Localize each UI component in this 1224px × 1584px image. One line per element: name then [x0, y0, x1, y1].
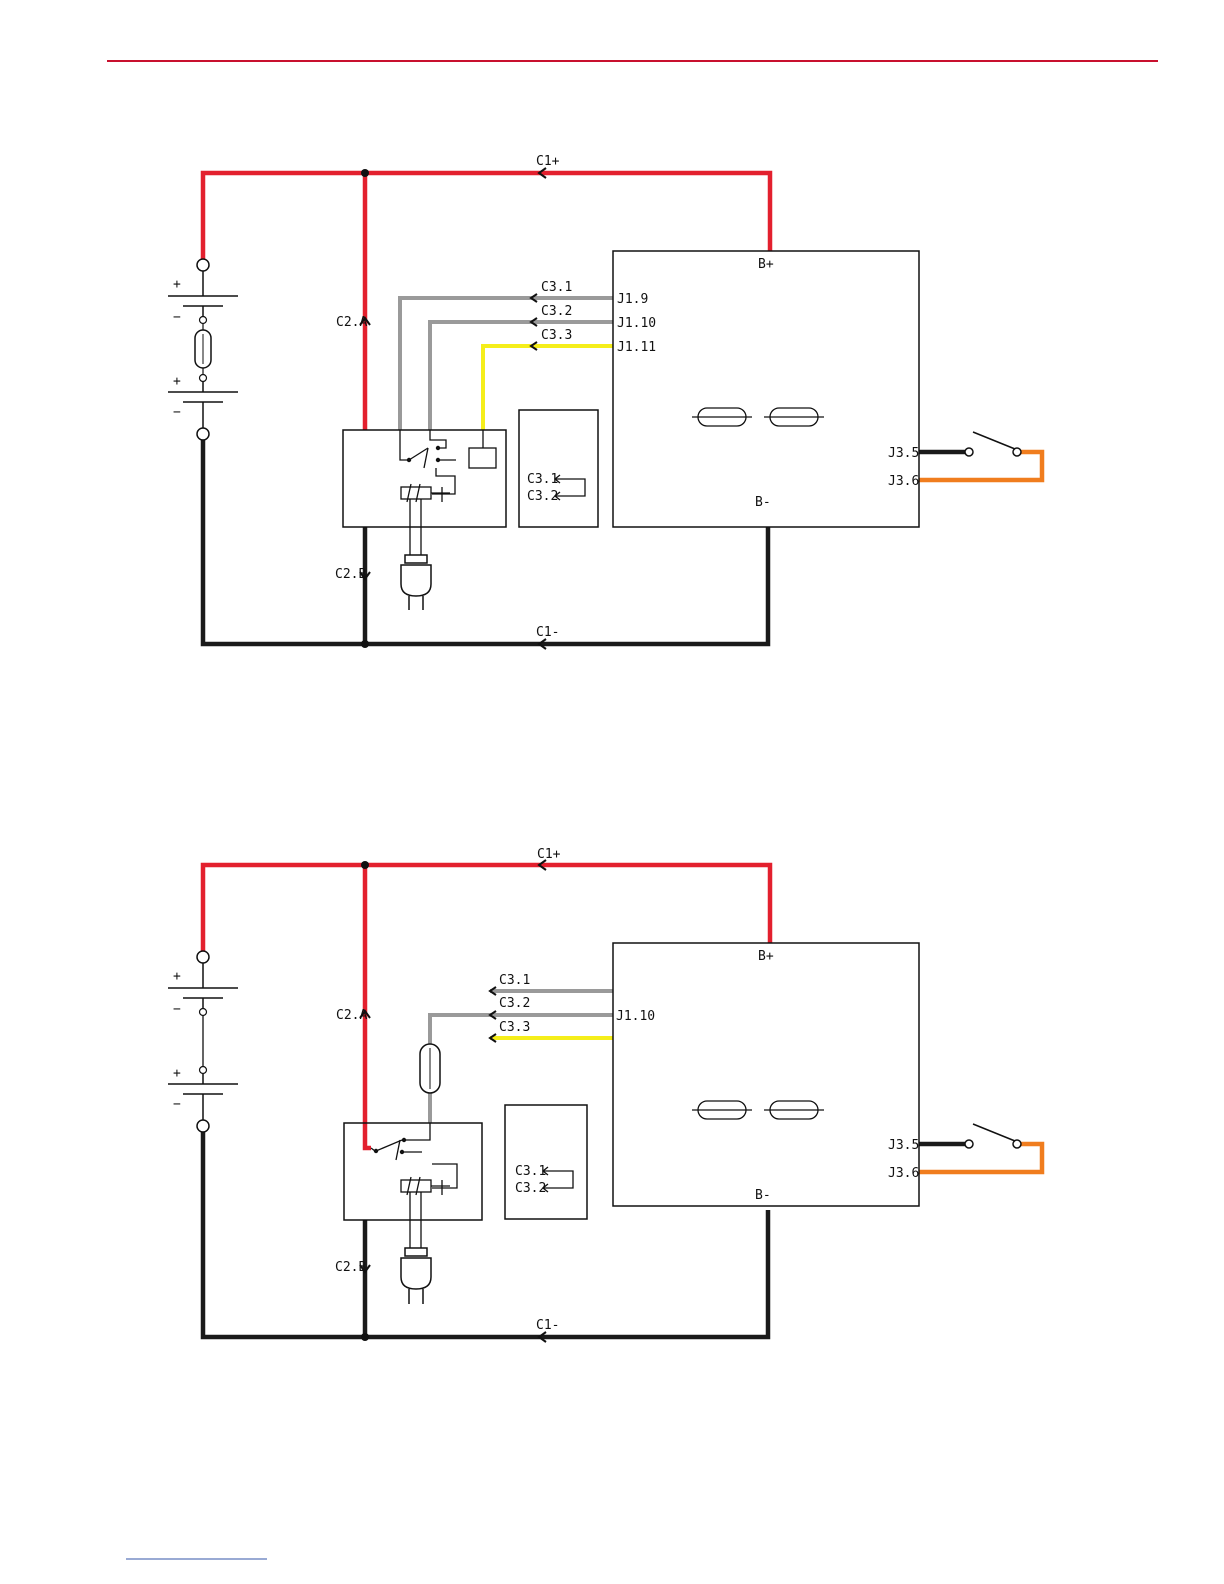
label-c2a: C2.A: [336, 315, 367, 330]
relay-load-box: [469, 448, 496, 468]
battery-plus-label: +: [173, 277, 181, 292]
terminal-b-minus: B-: [755, 1188, 771, 1203]
battery-minus-label: −: [173, 405, 181, 420]
contact-dot: [402, 1138, 406, 1142]
switch: [965, 1124, 1021, 1148]
internal-fuse-icon: [692, 1101, 824, 1119]
contact-dot: [436, 446, 440, 450]
bridge-label-c3-2: C3.2: [527, 489, 558, 504]
terminal-b-minus: B-: [755, 495, 771, 510]
wire-c1-minus: [203, 440, 768, 644]
wire-c3-3: [483, 346, 613, 430]
pin-j3-5: J3.5: [888, 446, 919, 461]
relay-coil-icon: [401, 1177, 450, 1248]
junction-dot: [361, 861, 369, 869]
c3-bridge-connector: [519, 410, 598, 527]
relay-coil-icon: [401, 484, 450, 555]
bridge-label-c3-1: C3.1: [515, 1164, 546, 1179]
battery-plus-label: +: [173, 374, 181, 389]
label-c1-plus: C1+: [536, 154, 560, 169]
bridge-label-c3-2: C3.2: [515, 1181, 546, 1196]
pin-j1-11: J1.11: [617, 340, 656, 355]
wiring-diagram-top: + − + −: [168, 154, 1042, 649]
label-c1-minus: C1-: [536, 625, 559, 640]
internal-fuse-icon: [692, 408, 824, 426]
wire-c1-plus: [203, 173, 770, 260]
bridge-label-c3-1: C3.1: [527, 472, 558, 487]
relay-contacts: [371, 1123, 457, 1188]
label-c3-3: C3.3: [541, 328, 572, 343]
wire-c1-plus: [203, 865, 770, 952]
pin-j1-10: J1.10: [617, 316, 656, 331]
battery-plus-label: +: [173, 1066, 181, 1081]
ac-plug-icon: [401, 555, 431, 610]
label-c3-2: C3.2: [499, 996, 530, 1011]
contact-dot: [407, 458, 411, 462]
label-c1-minus: C1-: [536, 1318, 559, 1333]
label-c3-2: C3.2: [541, 304, 572, 319]
bridge-loop: [555, 479, 585, 496]
wiring-diagram-bottom: + − + −: [168, 847, 1042, 1342]
contact-dot: [400, 1150, 404, 1154]
wire-j3-6: [919, 1144, 1042, 1172]
ac-plug-icon: [401, 1248, 431, 1304]
label-c2b: C2.B: [335, 1260, 366, 1275]
terminal-b-plus: B+: [758, 257, 774, 272]
label-c2a: C2.A: [336, 1008, 367, 1023]
battery-minus-label: −: [173, 1002, 181, 1017]
pin-j3-5: J3.5: [888, 1138, 919, 1153]
pin-j1-9: J1.9: [617, 292, 648, 307]
wire-c3-2: [430, 322, 613, 430]
contact-dot: [374, 1149, 378, 1153]
label-c1-plus: C1+: [537, 847, 561, 862]
switch: [965, 432, 1021, 456]
label-c3-1: C3.1: [541, 280, 572, 295]
battery-minus-label: −: [173, 1097, 181, 1112]
wire-c1-minus: [203, 1132, 768, 1337]
pin-j1-10: J1.10: [616, 1009, 655, 1024]
label-c3-1: C3.1: [499, 973, 530, 988]
pin-j3-6: J3.6: [888, 474, 919, 489]
controller-box: [613, 251, 919, 527]
junction-dot: [361, 640, 369, 648]
wire-c2a: [365, 865, 371, 1148]
c3-bridge-connector: [505, 1105, 587, 1219]
battery-minus-label: −: [173, 310, 181, 325]
controller-box: [613, 943, 919, 1206]
terminal-b-plus: B+: [758, 949, 774, 964]
bridge-loop: [543, 1171, 573, 1188]
battery-plus-label: +: [173, 969, 181, 984]
label-c3-3: C3.3: [499, 1020, 530, 1035]
junction-dot: [361, 1333, 369, 1341]
contact-dot: [436, 458, 440, 462]
junction-dot: [361, 169, 369, 177]
charger-relay-box: [343, 430, 506, 527]
label-c2b: C2.B: [335, 567, 366, 582]
pin-j3-6: J3.6: [888, 1166, 919, 1181]
wire-j3-6: [919, 452, 1042, 480]
